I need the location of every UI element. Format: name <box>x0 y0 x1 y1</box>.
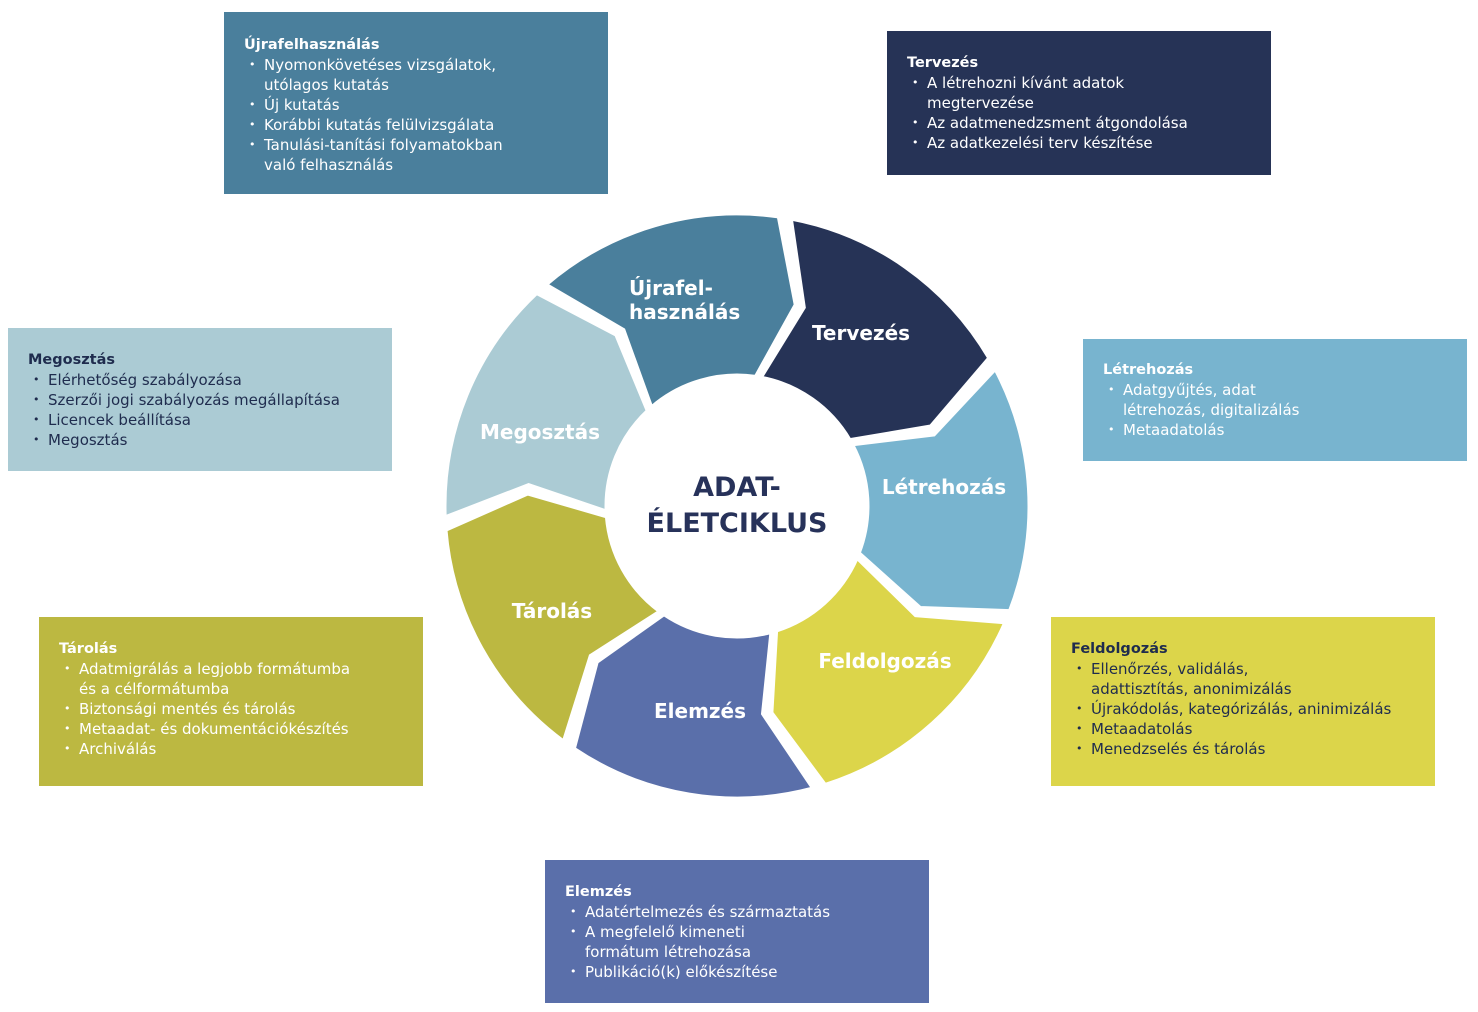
list-item: Metaadatolás <box>1108 420 1449 440</box>
info-list-tarolas: Adatmigrálás a legjobb formátumba és a c… <box>59 659 405 759</box>
list-item: A megfelelő kimeneti formátum létrehozás… <box>570 922 911 962</box>
info-title-tarolas: Tárolás <box>59 641 118 657</box>
segment-label-tarolas: Tárolás <box>512 599 592 623</box>
info-box-megosztas: Megosztás Elérhetőség szabályozása Szerz… <box>8 328 392 471</box>
info-list-tervezes: A létrehozni kívánt adatok megtervezése … <box>907 73 1253 153</box>
info-title-ujrafelhasznalas: Újrafelhasználás <box>244 37 380 53</box>
list-item: Nyomonkövetéses vizsgálatok, utólagos ku… <box>249 55 590 95</box>
info-box-feldolgozas: Feldolgozás Ellenőrzés, validálás, adatt… <box>1051 617 1435 786</box>
info-title-feldolgozas: Feldolgozás <box>1071 641 1168 657</box>
info-title-tervezes: Tervezés <box>907 55 979 71</box>
list-item: Újrakódolás, kategórizálás, aninimizálás <box>1076 699 1417 719</box>
list-item: Metaadatolás <box>1076 719 1417 739</box>
info-list-ujrafelhasznalas: Nyomonkövetéses vizsgálatok, utólagos ku… <box>244 55 590 175</box>
info-title-letrehozas: Létrehozás <box>1103 362 1194 378</box>
list-item: Menedzselés és tárolás <box>1076 739 1417 759</box>
info-box-tarolas: Tárolás Adatmigrálás a legjobb formátumb… <box>39 617 423 786</box>
segment-label-ujrafelhasznalas-line1: Újrafel- <box>629 276 713 300</box>
segment-label-letrehozas: Létrehozás <box>882 475 1006 499</box>
info-list-elemzes: Adatértelmezés és származtatás A megfele… <box>565 902 911 982</box>
segment-label-elemzes: Elemzés <box>654 699 746 723</box>
info-box-tervezes: Tervezés A létrehozni kívánt adatok megt… <box>887 31 1271 175</box>
segment-tarolas <box>444 492 662 744</box>
list-item: Elérhetőség szabályozása <box>33 370 374 390</box>
info-box-letrehozas: Létrehozás Adatgyűjtés, adat létrehozás,… <box>1083 339 1467 461</box>
info-list-letrehozas: Adatgyűjtés, adat létrehozás, digitalizá… <box>1103 380 1449 440</box>
info-box-elemzes: Elemzés Adatértelmezés és származtatás A… <box>545 860 929 1003</box>
segment-label-feldolgozas: Feldolgozás <box>818 649 951 673</box>
list-item: Adatmigrálás a legjobb formátumba és a c… <box>64 659 405 699</box>
list-item: Tanulási-tanítási folyamatokban való fel… <box>249 135 590 175</box>
list-item: Szerzői jogi szabályozás megállapítása <box>33 390 374 410</box>
list-item: Publikáció(k) előkészítése <box>570 962 911 982</box>
segment-label-tervezes: Tervezés <box>812 321 910 345</box>
cycle-segments <box>443 212 1031 800</box>
list-item: Az adatkezelési terv készítése <box>912 133 1253 153</box>
info-list-feldolgozas: Ellenőrzés, validálás, adattisztítás, an… <box>1071 659 1417 759</box>
segment-label-megosztas: Megosztás <box>480 420 600 444</box>
list-item: Adatértelmezés és származtatás <box>570 902 911 922</box>
list-item: Az adatmenedzsment átgondolása <box>912 113 1253 133</box>
segment-feldolgozas <box>770 555 1007 787</box>
info-box-ujrafelhasznalas: Újrafelhasználás Nyomonkövetéses vizsgál… <box>224 12 608 194</box>
segment-labels: Újrafel- használás Tervezés Létrehozás F… <box>480 276 1006 723</box>
list-item: Ellenőrzés, validálás, adattisztítás, an… <box>1076 659 1417 699</box>
info-list-megosztas: Elérhetőség szabályozása Szerzői jogi sz… <box>28 370 374 450</box>
list-item: Megosztás <box>33 430 374 450</box>
info-title-megosztas: Megosztás <box>28 352 116 368</box>
segment-letrehozas <box>850 367 1031 613</box>
list-item: Metaadat- és dokumentációkészítés <box>64 719 405 739</box>
list-item: Archiválás <box>64 739 405 759</box>
segment-megosztas <box>443 291 649 519</box>
center-label-line2: ÉLETCIKLUS <box>647 507 828 539</box>
list-item: A létrehozni kívánt adatok megtervezése <box>912 73 1253 113</box>
info-title-elemzes: Elemzés <box>565 884 632 900</box>
segment-label-ujrafelhasznalas-line2: használás <box>629 300 740 324</box>
list-item: Licencek beállítása <box>33 410 374 430</box>
list-item: Korábbi kutatás felülvizsgálata <box>249 115 590 135</box>
list-item: Új kutatás <box>249 95 590 115</box>
center-hub: ADAT- ÉLETCIKLUS <box>610 379 864 633</box>
list-item: Adatgyűjtés, adat létrehozás, digitalizá… <box>1108 380 1449 420</box>
center-label-line1: ADAT- <box>693 472 781 503</box>
segment-elemzes <box>572 612 815 800</box>
list-item: Biztonsági mentés és tárolás <box>64 699 405 719</box>
segment-ujrafelhasznalas <box>544 212 797 410</box>
segment-tervezes <box>758 217 991 442</box>
